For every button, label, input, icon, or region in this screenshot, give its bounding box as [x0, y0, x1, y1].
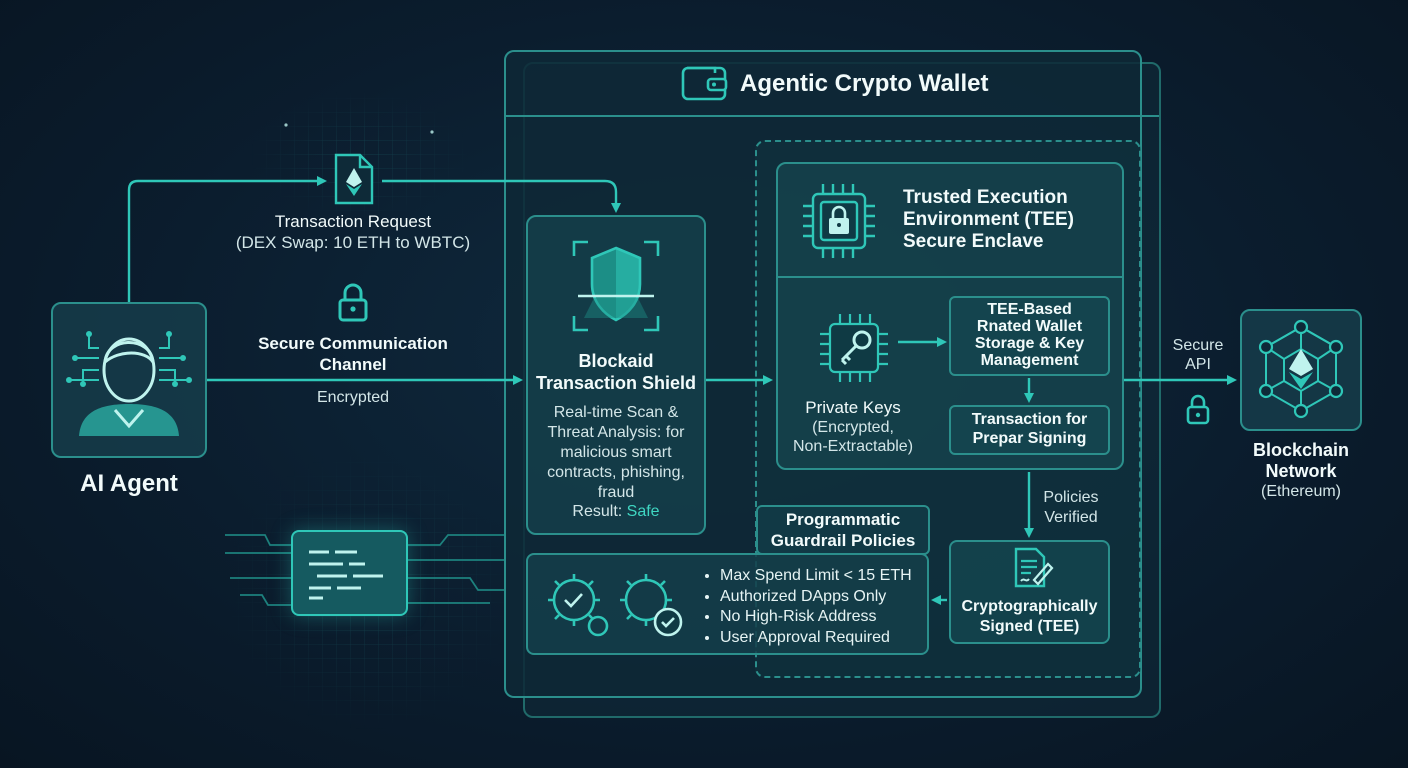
tee-title: Trusted Execution Environment (TEE) Secu…	[903, 187, 1075, 252]
transaction-request-title: Transaction Request	[274, 212, 432, 231]
result-safe-value: Safe	[626, 503, 660, 520]
blockchain-network-label: Blockchain Network	[1252, 440, 1350, 481]
agent-avatar-icon	[63, 314, 195, 446]
wallet-icon	[681, 64, 729, 102]
key-storage-box	[949, 296, 1110, 376]
guardrail-policy-list: Max Spend Limit < 15 ETH Authorized DApp…	[702, 566, 912, 648]
document-ethereum-icon	[332, 152, 376, 206]
policy-item: Authorized DApps Only	[720, 587, 912, 608]
secure-api-label: Secure API	[1172, 337, 1224, 373]
wallet-header-divider	[505, 115, 1159, 117]
chip-lock-icon	[793, 176, 885, 266]
lock-icon	[1185, 393, 1211, 425]
secure-channel-title: Secure Communication Channel	[258, 334, 448, 374]
blockchain-network-sub: (Ethereum)	[1260, 483, 1342, 500]
transaction-request-detail: (DEX Swap: 10 ETH to WBTC)	[235, 233, 471, 252]
shield-scan-icon	[570, 238, 662, 334]
chip-key-icon	[814, 308, 894, 388]
policy-item: No High-Risk Address	[720, 607, 912, 628]
ai-agent-label: AI Agent	[80, 470, 178, 497]
signed-box	[949, 540, 1110, 644]
shield-title: Blockaid Transaction Shield	[535, 351, 697, 393]
private-keys-title: Private Keys	[805, 398, 901, 417]
gear-check-icon	[538, 568, 698, 644]
signed-document-icon	[1010, 546, 1054, 590]
policy-item: Max Spend Limit < 15 ETH	[720, 566, 912, 587]
transaction-prep-label: Transaction for Prepar Signing	[971, 411, 1088, 447]
policies-verified-label: Policies Verified	[1043, 489, 1099, 526]
shield-result: Result: Safe	[572, 503, 660, 520]
code-terminal-icon	[291, 530, 408, 616]
wallet-title: Agentic Crypto Wallet	[740, 70, 989, 97]
signed-label: Cryptographically Signed (TEE)	[961, 598, 1098, 635]
blockaid-shield-box	[526, 215, 706, 535]
lock-icon	[337, 282, 369, 322]
guardrail-title-tab	[756, 505, 930, 555]
guardrail-title: Programmatic Guardrail Policies	[770, 510, 916, 550]
encrypted-label: Encrypted	[316, 389, 390, 406]
policy-item: User Approval Required	[720, 628, 912, 649]
shield-description: Real-time Scan & Threat Analysis: for ma…	[547, 404, 685, 501]
tee-divider	[777, 276, 1123, 278]
transaction-prep-box	[949, 405, 1110, 455]
key-storage-label: TEE-Based Rnated Wallet Storage & Key Ma…	[974, 301, 1085, 369]
private-keys-detail: (Encrypted, Non-Extractable)	[792, 419, 914, 455]
ethereum-network-icon	[1250, 319, 1352, 421]
